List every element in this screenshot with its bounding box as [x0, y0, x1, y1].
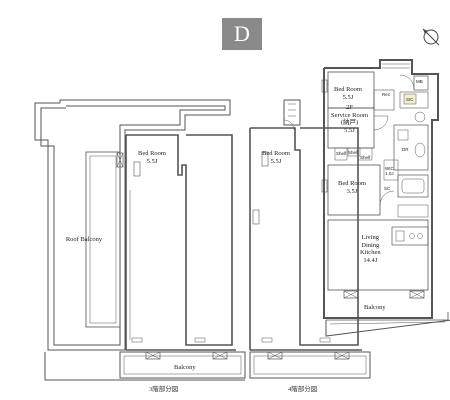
- roof-balcony-label: Roof Balcony: [65, 236, 103, 243]
- fourth-floor-room-wall: [250, 127, 359, 346]
- roof-balcony-parapet: [85, 151, 121, 328]
- bedroom-top-label: Bed Room 5.5J: [334, 86, 362, 101]
- north-arrow-icon: [422, 28, 440, 46]
- bedroom-bottom-room: [327, 164, 381, 216]
- third-floor-balcony-label: Balcony: [174, 364, 196, 371]
- fourth-floor-caption: 4階部分図: [288, 386, 318, 393]
- third-floor-plan: [34, 99, 246, 381]
- shelf-c-label: Shelf: [360, 155, 371, 160]
- wic-label: WIC 1.0J: [385, 166, 394, 176]
- service-room-label: 2F Service Room (納戸) 5.5J: [331, 104, 369, 134]
- third-floor-bedroom-label: Bed Room 5.5J: [138, 150, 166, 165]
- shelf-b-label: Shelf: [348, 150, 359, 155]
- sic-label: SIC: [406, 97, 414, 102]
- third-floor-caption: 3階部分図: [149, 386, 179, 393]
- dr-label: DR: [402, 147, 409, 152]
- rec-label: Rec: [382, 92, 391, 97]
- main-unit-outer-wall: [323, 59, 439, 319]
- shelf-a-label: Shelf: [336, 151, 347, 156]
- sc-label: SC: [384, 186, 391, 191]
- main-balcony-rail: [325, 319, 450, 337]
- roof-balcony-inner: [40, 105, 226, 346]
- ldk-label: Living Dining Kitchen 14.4J: [360, 234, 381, 264]
- fourth-floor-plan: [249, 99, 371, 379]
- bedroom-bottom-label: Bed Room 3.5J: [338, 180, 366, 195]
- third-floor-room-wall: [126, 134, 233, 346]
- roof-balcony-wall: [34, 99, 231, 351]
- unit-badge: D: [222, 18, 262, 50]
- ldk-room: [327, 219, 429, 291]
- main-unit-plan: [321, 59, 450, 337]
- main-balcony-label: Balcony: [364, 304, 386, 311]
- fourth-floor-bedroom-label: Bed Room 5.5J: [262, 150, 290, 165]
- third-floor-balcony: [119, 351, 246, 379]
- mb-label: MB: [416, 79, 423, 84]
- fourth-floor-balcony: [249, 351, 371, 379]
